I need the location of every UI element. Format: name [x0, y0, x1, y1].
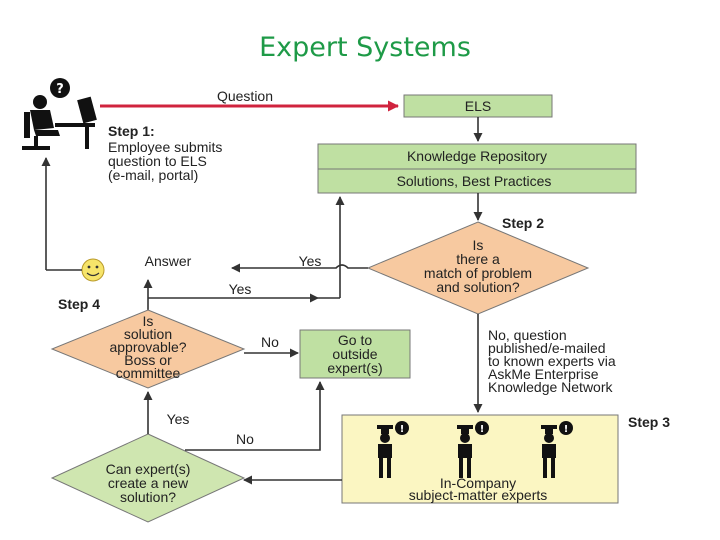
outside-line-1: Go to — [338, 332, 372, 348]
knowledge-repository-box — [317, 143, 637, 170]
step2-no-line-2: published/e-mailed — [488, 340, 606, 356]
experts-line-1: In-Company — [440, 475, 516, 491]
outside-line-3: expert(s) — [327, 360, 382, 376]
svg-text:!: ! — [400, 424, 405, 435]
expert-with-question-icon: ! — [377, 421, 409, 478]
create-line-3: solution? — [120, 489, 176, 505]
step2-no-line-3: to known experts via — [488, 353, 616, 369]
svg-text:!: ! — [480, 424, 485, 435]
create-solution-decision-diamond — [50, 433, 246, 523]
create-line-1: Can expert(s) — [106, 461, 191, 477]
step2-no-line-5: Knowledge Network — [488, 379, 614, 395]
step1-line-2: question to ELS — [108, 153, 207, 169]
smiley-face-icon — [81, 258, 105, 282]
step1-line-3: (e-mail, portal) — [108, 167, 198, 183]
step2-no-line-4: AskMe Enterprise — [488, 366, 599, 382]
approvable-line-1: Is — [143, 313, 154, 329]
experts-line-2: subject-matter experts — [409, 487, 548, 503]
approvable-line-3: approvable? — [109, 339, 186, 355]
step2-no-description: No, question published/e-mailed to known… — [488, 327, 616, 395]
solutions-box — [317, 168, 637, 194]
svg-text:?: ? — [56, 82, 64, 97]
person-at-desk-with-question-icon: ? — [22, 78, 97, 150]
page-title: Expert Systems — [259, 32, 471, 63]
step4-heading: Step 4 — [58, 296, 100, 312]
outside-expert-box — [299, 329, 411, 379]
expert-with-question-icon: ! — [541, 421, 573, 478]
approvable-line-4: Boss or — [124, 352, 172, 368]
approvable-line-2: solution — [124, 326, 172, 342]
expert-with-question-icon: ! — [457, 421, 489, 478]
approvable-decision-diamond — [50, 309, 246, 389]
step4-no-label: No — [261, 334, 279, 350]
step2-heading: Step 2 — [502, 215, 544, 231]
step1-description: Step 1: Employee submits question to ELS… — [108, 123, 222, 183]
step4-yes-label: Yes — [229, 281, 252, 297]
knowledge-repository-label: Knowledge Repository — [407, 148, 547, 164]
match-line-2: there a — [456, 251, 500, 267]
answer-label: Answer — [145, 253, 192, 269]
arrow-create-no-to-outside — [185, 381, 325, 451]
match-line-3: match of problem — [424, 265, 532, 281]
approvable-line-5: committee — [116, 365, 181, 381]
create-yes-label: Yes — [167, 411, 190, 427]
solutions-label: Solutions, Best Practices — [397, 173, 552, 189]
step1-heading: Step 1: — [108, 123, 155, 139]
question-label: Question — [217, 88, 273, 104]
outside-line-2: outside — [332, 346, 377, 362]
step3-heading: Step 3 — [628, 414, 670, 430]
create-no-label: No — [236, 431, 254, 447]
els-label: ELS — [465, 98, 491, 114]
step1-line-1: Employee submits — [108, 139, 222, 155]
step2-yes-label: Yes — [299, 253, 322, 269]
step2-no-line-1: No, question — [488, 327, 567, 343]
arrow-yes-to-answer — [231, 263, 368, 273]
svg-text:!: ! — [564, 424, 569, 435]
match-line-1: Is — [473, 237, 484, 253]
create-line-2: create a new — [108, 475, 189, 491]
match-line-4: and solution? — [436, 279, 520, 295]
